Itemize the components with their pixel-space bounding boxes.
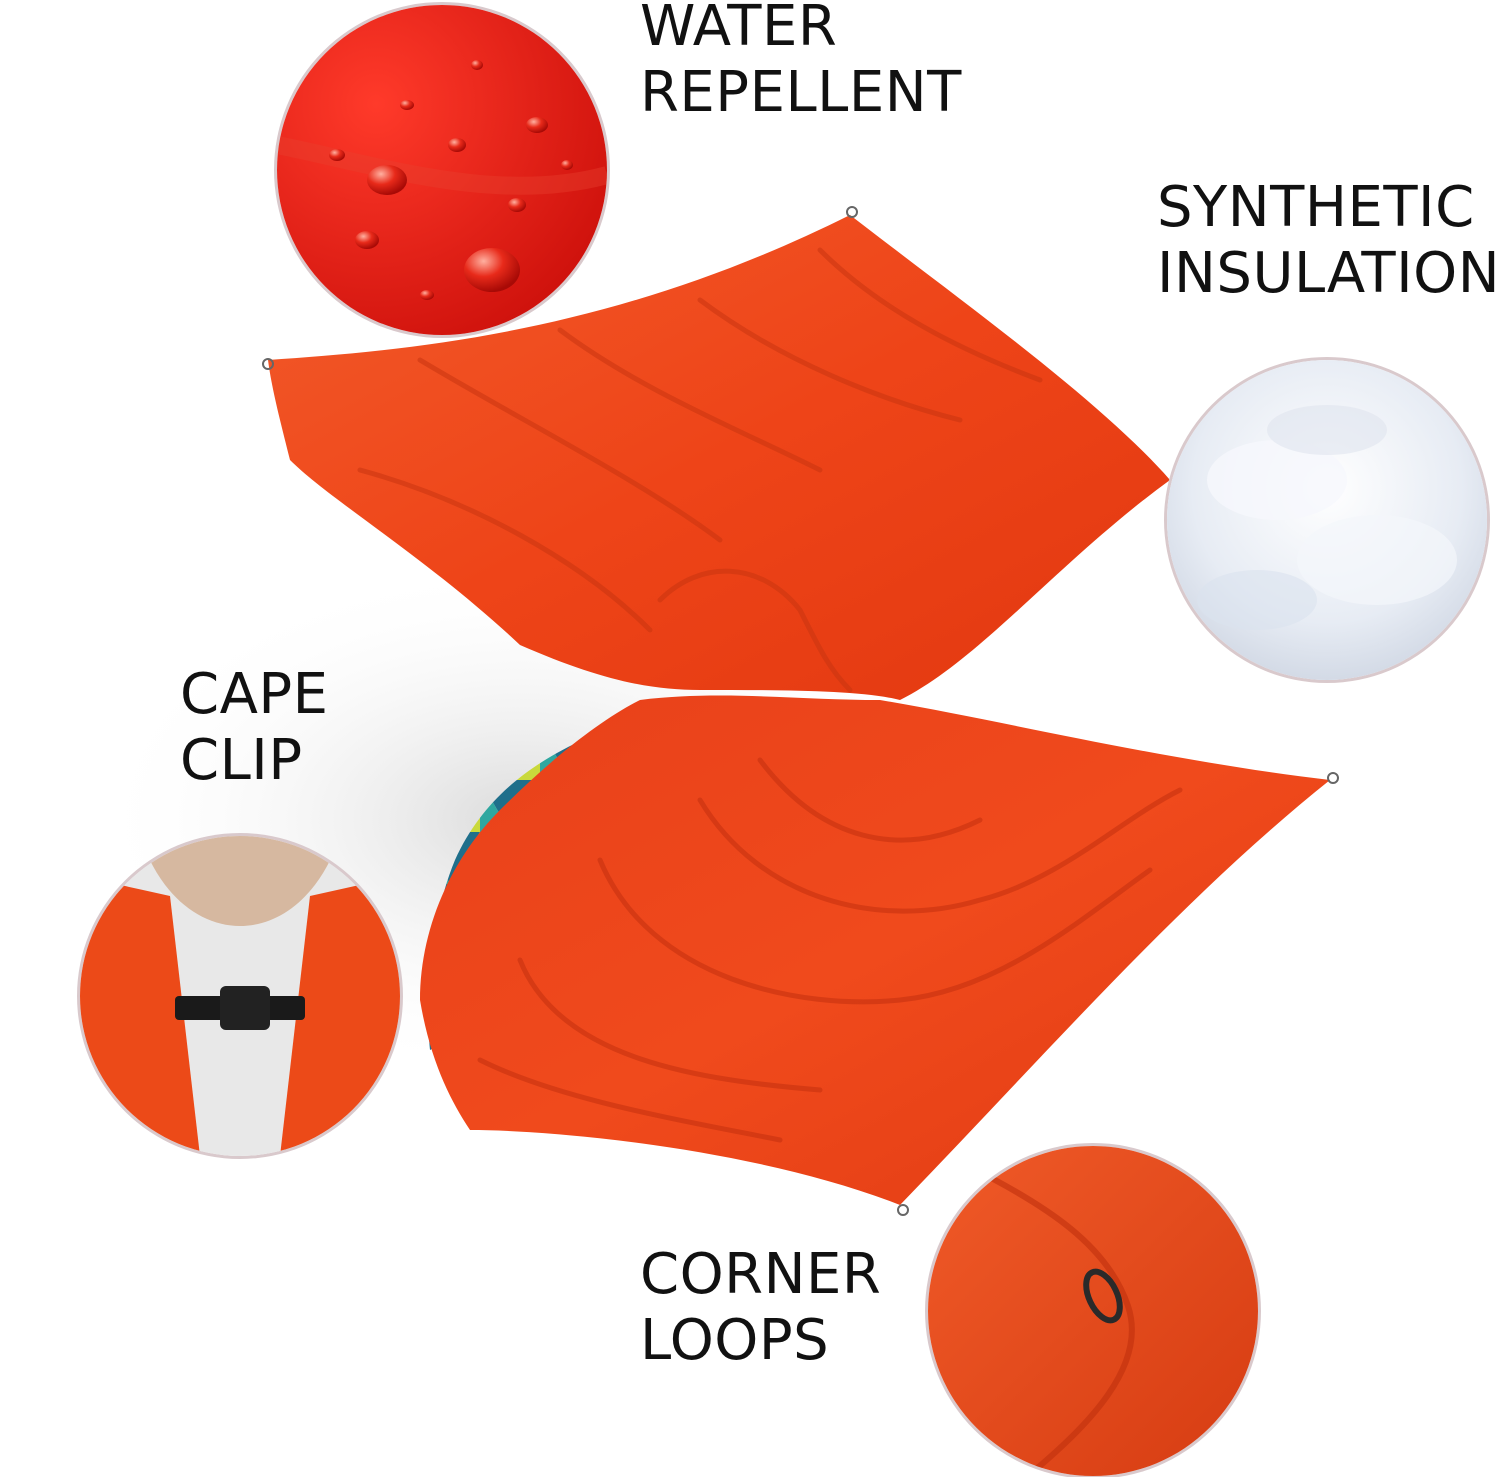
cape-clip-closeup	[80, 836, 400, 1156]
corner-loops-closeup	[928, 1146, 1258, 1476]
water-repellent-line2: REPELLENT	[640, 60, 962, 125]
synthetic-insulation-line2: INSULATION	[1157, 241, 1500, 306]
cape-clip-line2: CLIP	[180, 728, 303, 793]
insulation-closeup	[1167, 360, 1487, 680]
corner-loops-line2: LOOPS	[640, 1308, 830, 1373]
corner-loop-icons	[262, 206, 1339, 1216]
cape-clip-label: CAPE CLIP	[180, 662, 329, 794]
loop-icon	[928, 1146, 1258, 1476]
synthetic-insulation-line1: SYNTHETIC	[1157, 175, 1475, 240]
water-repellent-label: WATER REPELLENT	[640, 0, 962, 126]
quilt-lines-top	[357, 247, 1043, 693]
synthetic-insulation-label: SYNTHETIC INSULATION	[1157, 175, 1500, 307]
buckle-icon	[80, 836, 400, 1156]
cape-clip-line1: CAPE	[180, 662, 329, 727]
quilt-lines-bottom	[477, 757, 1183, 1143]
corner-loops-label: CORNER LOOPS	[640, 1242, 881, 1374]
water-drops-icon	[277, 5, 607, 335]
blanket-bottom-panel	[420, 695, 1330, 1205]
water-repellent-line1: WATER	[640, 0, 838, 59]
insulation-fibers-icon	[1167, 360, 1487, 680]
water-repellent-closeup	[277, 5, 607, 335]
corner-loops-line1: CORNER	[640, 1242, 882, 1307]
